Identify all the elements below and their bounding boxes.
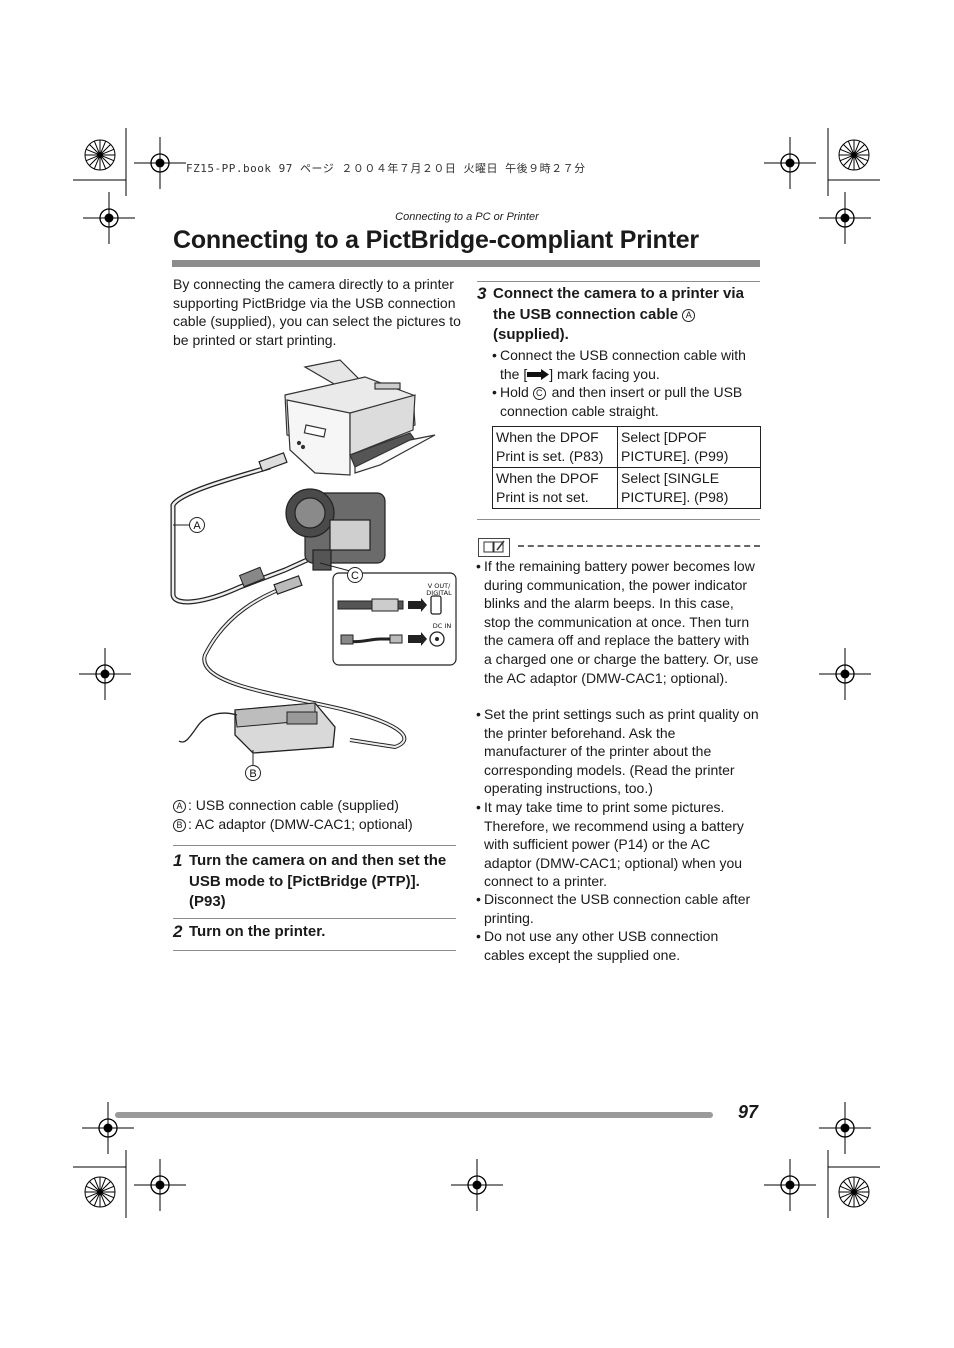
section-label: Connecting to a PC or Printer xyxy=(395,211,539,223)
dc-in-label: DC IN xyxy=(433,622,452,630)
svg-text:V OUT/DIGITAL: V OUT/DIGITAL xyxy=(426,582,452,597)
step-3: 3 Connect the camera to a printer via th… xyxy=(477,284,744,343)
note-item: •If the remaining battery power becomes … xyxy=(476,558,759,686)
step3-bullet-2: • Hold C and then insert or pull the USB… xyxy=(492,384,743,419)
callout-b: B xyxy=(249,768,256,780)
dpof-table: When the DPOF Print is set. (P83) Select… xyxy=(492,426,761,509)
page-title: Connecting to a PictBridge-compliant Pri… xyxy=(173,226,699,254)
arrow-mark-icon xyxy=(527,368,550,380)
step-1: 1 Turn the camera on and then set the US… xyxy=(173,851,447,910)
note-item: •Do not use any other USB connection cab… xyxy=(476,928,719,963)
divider xyxy=(477,281,760,282)
ac-adaptor-illustration xyxy=(178,575,407,754)
table-cell: When the DPOF Print is set. (P83) xyxy=(492,426,618,468)
note-divider xyxy=(518,545,760,547)
book-file-info: FZ15-PP.book 97 ページ ２００４年７月２０日 火曜日 午後９時２… xyxy=(186,162,586,175)
divider xyxy=(173,950,456,951)
connection-illustration: V OUT/DIGITAL DC IN A C B xyxy=(170,359,457,781)
table-cell: Select [SINGLE PICTURE]. (P98) xyxy=(617,467,761,509)
divider xyxy=(173,845,456,846)
usb-cable-illustration xyxy=(170,452,309,605)
table-row: When the DPOF Print is set. (P83) Select… xyxy=(492,426,761,468)
intro-paragraph: By connecting the camera directly to a p… xyxy=(173,276,461,348)
port-inset: V OUT/DIGITAL DC IN xyxy=(332,572,457,666)
page-number: 97 xyxy=(738,1102,759,1122)
legend-item-b: B: AC adaptor (DMW-CAC1; optional) xyxy=(173,815,413,833)
table-row: When the DPOF Print is not set. Select [… xyxy=(492,467,761,509)
divider xyxy=(477,519,760,520)
table-cell: When the DPOF Print is not set. xyxy=(492,467,618,509)
note-icon xyxy=(478,538,510,557)
note-item: •Disconnect the USB connection cable aft… xyxy=(476,891,751,926)
printer-illustration xyxy=(284,359,436,476)
note-item: •It may take time to print some pictures… xyxy=(476,799,744,890)
table-cell: Select [DPOF PICTURE]. (P99) xyxy=(617,426,761,468)
title-underline xyxy=(172,260,760,267)
camera-illustration xyxy=(285,488,386,571)
divider xyxy=(173,918,456,919)
callout-a: A xyxy=(193,520,201,532)
footer-bar xyxy=(115,1112,713,1118)
note-item: •Set the print settings such as print qu… xyxy=(476,706,759,797)
legend-item-a: A: USB connection cable (supplied) xyxy=(173,796,399,814)
callout-c: C xyxy=(351,570,359,582)
step-2: 2 Turn on the printer. xyxy=(173,922,326,941)
step3-bullet-1: • Connect the USB connection cable with … xyxy=(492,347,746,382)
